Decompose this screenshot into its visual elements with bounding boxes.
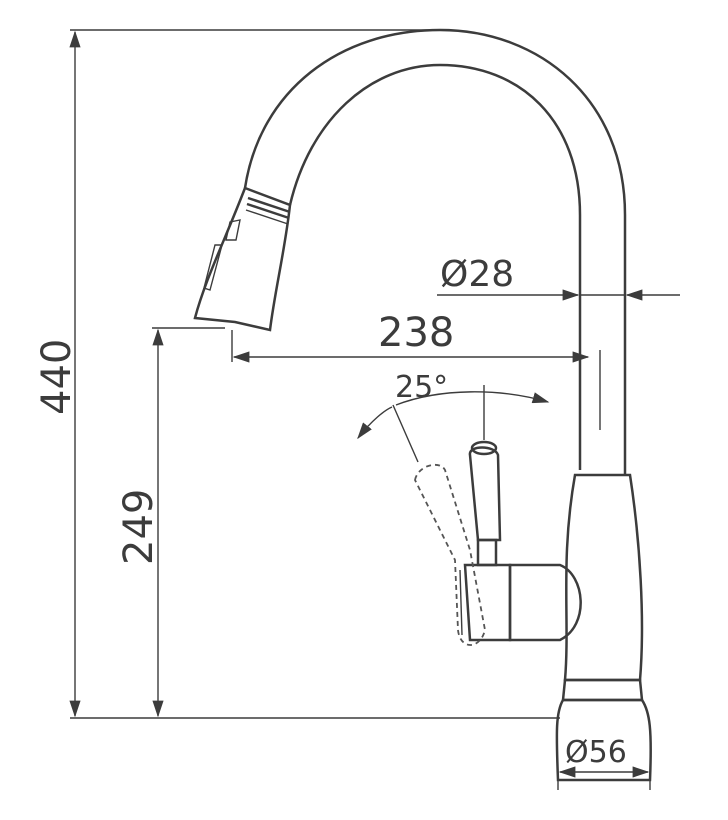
handle-angle-label: 25° [395,370,448,405]
spray-head [193,186,292,332]
spout-diameter-dimension: Ø28 [437,254,680,301]
handle-angle-dimension: 25° [357,370,550,463]
base-diameter-label: Ø56 [565,735,627,770]
spout [243,28,627,475]
spout-height-label: 249 [116,489,162,565]
spout-diameter-label: Ø28 [440,254,514,295]
spout-reach-dimension: 238 [231,310,590,363]
base-diameter-dimension: Ø56 [557,735,651,790]
handle [414,440,582,646]
spout-reach-label: 238 [378,310,454,356]
overall-height-dimension: 440 [34,29,560,719]
spout-height-dimension: 249 [116,327,225,718]
overall-height-label: 440 [34,339,80,415]
